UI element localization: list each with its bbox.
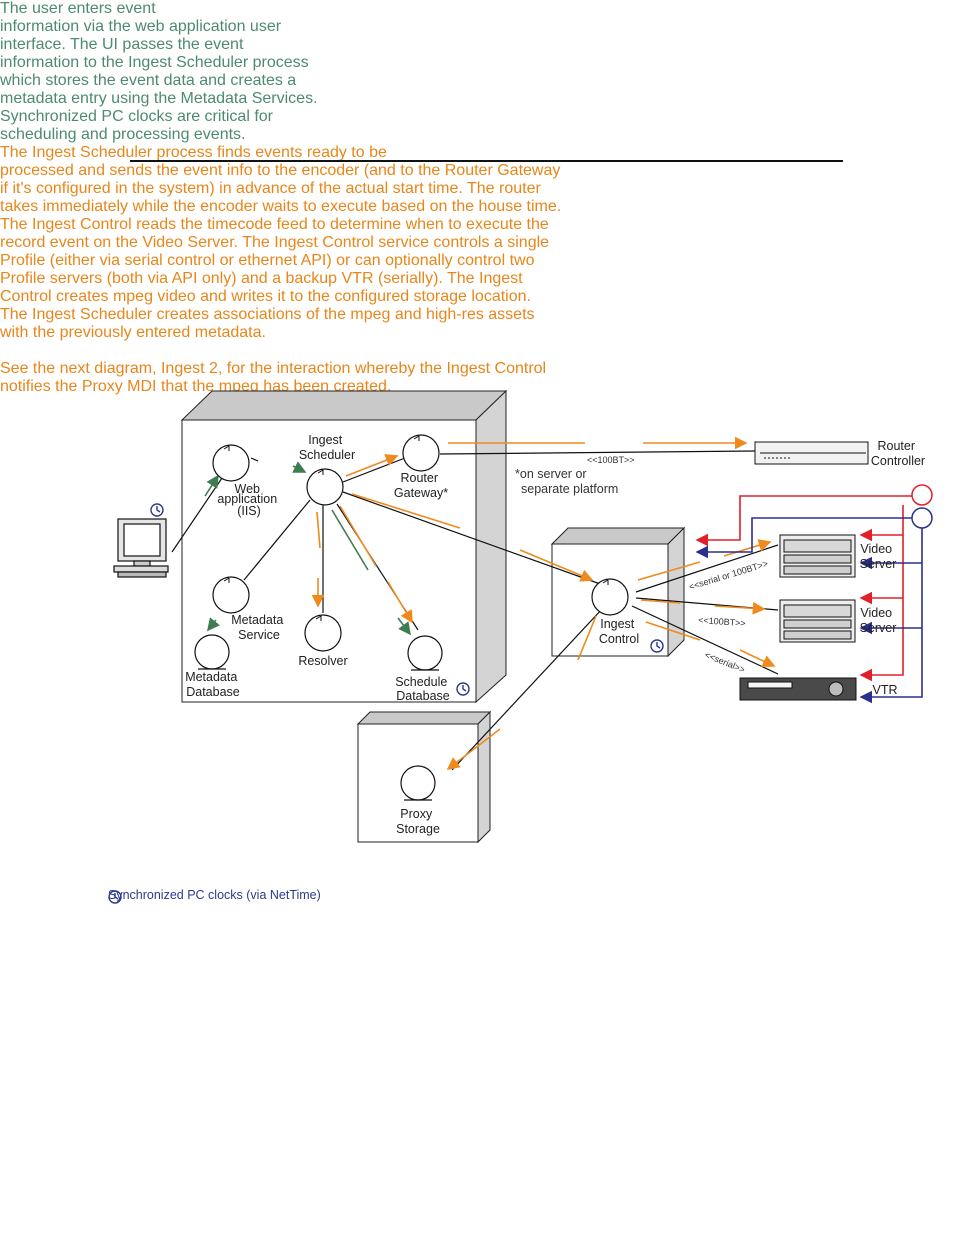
red-timecode-source-icon (911, 484, 933, 506)
paragraph-line: The Ingest Control reads the timecode fe… (0, 216, 549, 233)
metadata-service-label: Metadata Service (231, 613, 287, 642)
blue-sync-lines (695, 517, 923, 704)
ingest-scheduler-process-icon (306, 468, 344, 506)
router-link-annotation: <<100BT>> (587, 455, 635, 465)
paragraph-line: Profile (either via serial control or et… (0, 252, 535, 269)
user-description-paragraph: The user enters event information via th… (0, 0, 954, 144)
link-100bt-annotation: <<100BT>> (698, 615, 746, 628)
paragraph-line: record event on the Video Server. The In… (0, 234, 550, 251)
server-note: *on server or separate platform (515, 467, 618, 496)
paragraph-line: interface. The UI passes the event (0, 36, 244, 53)
metadata-database-icon (194, 634, 230, 670)
web-application-process-icon (212, 444, 250, 482)
video-server-1-label: Video Server (860, 542, 897, 571)
metadata-service-process-icon (212, 576, 250, 614)
clock-icon (456, 682, 470, 696)
router-gateway-label: Router Gateway* (394, 471, 448, 500)
paragraph-line: with the previously entered metadata. (0, 324, 266, 341)
web-application-label: Web application (IIS) (217, 482, 280, 518)
ingest-control-label: Ingest Control (599, 617, 639, 646)
paragraph-line: Synchronized PC clocks are critical for (0, 108, 273, 125)
paragraph-line: Profile servers (both via API only) and … (0, 270, 523, 287)
paragraph-line: metadata entry using the Metadata Servic… (0, 90, 318, 107)
video-server-2-label: Video Server (860, 606, 897, 635)
paragraph-line: See the next diagram, Ingest 2, for the … (0, 360, 547, 377)
client-computer-icon (113, 518, 169, 578)
paragraph-line: information via the web application user (0, 18, 282, 35)
paragraph-line: Control creates mpeg video and writes it… (0, 288, 531, 305)
proxy-storage-label: Proxy Storage (396, 807, 440, 836)
ingest-scheduler-label: Ingest Scheduler (299, 433, 355, 462)
video-server-1-icon (779, 534, 856, 578)
paragraph-line: The user enters event (0, 0, 156, 17)
orange-flow-arrows (311, 436, 776, 770)
router-controller-icon (754, 441, 869, 465)
clock-legend-icon (108, 890, 122, 904)
clock-icon (150, 503, 164, 517)
vtr-label: VTR (873, 683, 898, 697)
paragraph-line: processed and sends the event info to th… (0, 162, 561, 179)
clock-legend-label: Synchronized PC clocks (via NetTime) (108, 888, 321, 902)
ingest-description-paragraph: The Ingest Scheduler process finds event… (0, 144, 954, 396)
paragraph-line: takes immediately while the encoder wait… (0, 198, 562, 215)
serial-annotation: <<serial>> (703, 650, 746, 675)
clock-icon (650, 639, 664, 653)
vtr-icon (739, 677, 857, 701)
paragraph-line: if it's configured in the system) in adv… (0, 180, 541, 197)
paragraph-line: information to the Ingest Scheduler proc… (0, 54, 309, 71)
video-server-2-icon (779, 599, 856, 643)
schedule-database-label: Schedule Database (395, 675, 451, 703)
paragraph-line: The Ingest Scheduler creates association… (0, 306, 535, 323)
router-controller-label: Router Controller (871, 439, 925, 468)
metadata-database-label: Metadata Database (185, 670, 241, 699)
blue-timecode-source-icon (911, 507, 933, 529)
paragraph-line: which stores the event data and creates … (0, 72, 297, 89)
resolver-process-icon (304, 614, 342, 652)
resolver-label: Resolver (298, 654, 347, 668)
paragraph-line: The Ingest Scheduler process finds event… (0, 144, 387, 161)
serial-or-100bt-annotation: <<serial or 100BT>> (688, 558, 769, 592)
ingest-control-process-icon (591, 578, 629, 616)
red-sync-lines (695, 495, 912, 682)
proxy-storage-icon (400, 765, 436, 801)
router-gateway-process-icon (402, 434, 440, 472)
schedule-database-icon (407, 635, 443, 671)
paragraph-line: scheduling and processing events. (0, 126, 246, 143)
